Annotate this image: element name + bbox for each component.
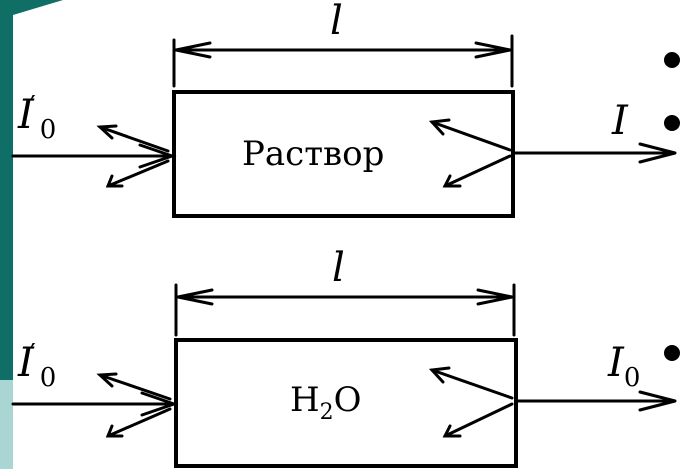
bottom-output-arrowhead (638, 390, 676, 412)
top-dimension-arrow-right (474, 41, 511, 59)
bullet-3 (664, 345, 680, 361)
slide-accent-bar-light (0, 380, 13, 469)
bottom-output-symbol: I (608, 340, 624, 386)
bottom-dimension-arrow-right (476, 288, 513, 306)
top-input-reflect-down (106, 159, 170, 188)
bottom-box-h: H (290, 380, 320, 420)
bullet-2 (664, 115, 680, 131)
top-length-label: l (330, 0, 343, 44)
bottom-input-reflect-down (106, 407, 172, 438)
top-input-reflect-up (98, 125, 170, 153)
top-input-arrowhead (138, 143, 177, 169)
bottom-input-label: I′0 (18, 339, 56, 393)
bottom-input-subscript: 0 (39, 363, 57, 393)
top-box-label: Раствор (242, 134, 385, 174)
bottom-input-reflect-up (98, 373, 172, 401)
bottom-length-label: l (332, 245, 345, 291)
slide-corner-decoration (13, 0, 63, 15)
top-inner-reflect-up (430, 120, 512, 152)
bottom-box-sub: 2 (319, 400, 334, 425)
top-input-symbol: I (18, 92, 34, 138)
bottom-output-label: I0 (608, 340, 640, 393)
bottom-output-subscript: 0 (623, 363, 641, 393)
bottom-cell-box (174, 338, 518, 468)
bullet-1 (664, 52, 680, 68)
top-output-label: I (612, 98, 628, 144)
bottom-box-o: O (333, 380, 362, 420)
slide-accent-bar (0, 0, 13, 469)
top-input-prime: ′ (29, 91, 36, 121)
bottom-dimension-arrow-left (177, 288, 214, 306)
top-input-subscript: 0 (39, 115, 57, 145)
bottom-input-symbol: I (18, 340, 34, 386)
top-dimension-arrow-left (175, 41, 212, 59)
top-input-label: I′0 (18, 91, 56, 145)
top-cell-box (172, 90, 515, 218)
bottom-inner-reflect-down (443, 402, 514, 438)
bottom-inner-reflect-up (430, 368, 514, 400)
bottom-box-label: H2O (290, 380, 362, 425)
bottom-input-arrowhead (140, 391, 179, 417)
bottom-input-prime: ′ (29, 339, 36, 369)
top-inner-reflect-down (443, 154, 512, 188)
top-output-arrowhead (638, 142, 676, 164)
